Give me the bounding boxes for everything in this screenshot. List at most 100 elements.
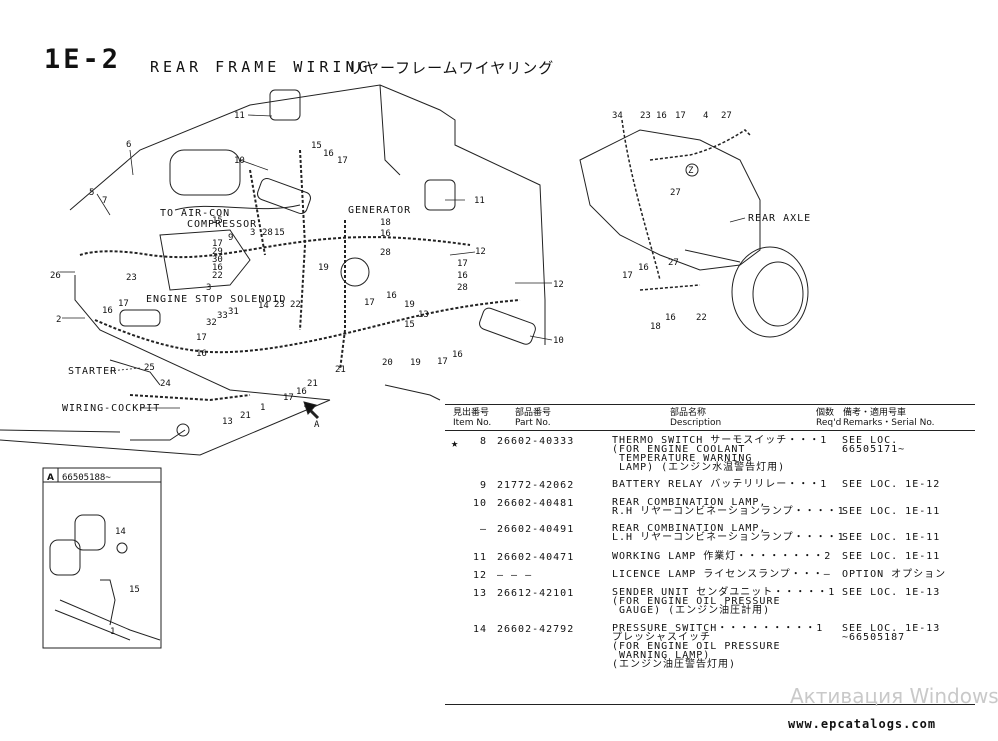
svg-text:6: 6 <box>126 140 131 150</box>
svg-text:17: 17 <box>457 259 468 269</box>
svg-text:15: 15 <box>212 216 223 226</box>
svg-text:25: 25 <box>144 363 155 373</box>
svg-text:18: 18 <box>650 322 661 332</box>
page-title: REAR FRAME WIRING <box>150 58 372 76</box>
svg-text:ENGINE STOP SOLENOID: ENGINE STOP SOLENOID <box>146 294 286 305</box>
svg-text:9: 9 <box>228 233 233 243</box>
svg-text:12: 12 <box>553 280 564 290</box>
svg-text:3: 3 <box>250 228 255 238</box>
svg-text:23: 23 <box>274 300 285 310</box>
svg-text:16: 16 <box>296 387 307 397</box>
svg-text:17: 17 <box>212 239 223 249</box>
svg-text:14: 14 <box>258 301 269 311</box>
svg-text:TO AIR-CON: TO AIR-CON <box>160 208 230 219</box>
page-title-jp: リヤーフレームワイヤリング <box>348 59 555 77</box>
svg-text:27: 27 <box>670 188 681 198</box>
svg-text:15: 15 <box>274 228 285 238</box>
engine-stop-solenoid <box>119 309 161 327</box>
rear-combination-lamp-left <box>256 177 312 215</box>
svg-text:10: 10 <box>553 336 564 346</box>
svg-text:17: 17 <box>283 393 294 403</box>
svg-text:29: 29 <box>212 247 223 257</box>
svg-text:20: 20 <box>382 358 393 368</box>
svg-text:15: 15 <box>311 141 322 151</box>
svg-text:22: 22 <box>212 271 223 281</box>
svg-text:17: 17 <box>118 299 129 309</box>
svg-text:30: 30 <box>212 255 223 265</box>
svg-text:16: 16 <box>323 149 334 159</box>
svg-text:16: 16 <box>638 263 649 273</box>
inset-box <box>42 467 162 649</box>
svg-text:28: 28 <box>457 283 468 293</box>
svg-text:17: 17 <box>364 298 375 308</box>
svg-text:WIRING-COCKPIT: WIRING-COCKPIT <box>62 403 160 414</box>
svg-text:15: 15 <box>404 320 415 330</box>
svg-text:15: 15 <box>129 585 140 595</box>
svg-text:GENERATOR: GENERATOR <box>348 205 411 216</box>
svg-text:14: 14 <box>115 527 126 537</box>
svg-text:2: 2 <box>56 315 61 325</box>
generator <box>340 257 370 287</box>
rear-axle-label: REAR AXLE <box>748 213 811 224</box>
svg-text:16: 16 <box>212 263 223 273</box>
lower-harness <box>94 299 521 354</box>
svg-text:16: 16 <box>665 313 676 323</box>
svg-text:28: 28 <box>262 228 273 238</box>
svg-text:18: 18 <box>380 218 391 228</box>
svg-text:31: 31 <box>228 307 239 317</box>
svg-text:23: 23 <box>640 111 651 121</box>
svg-text:16: 16 <box>457 271 468 281</box>
callout-numbers: 11 10 6 5 7 26 2 15 16 17 18 16 28 19 11… <box>50 111 564 430</box>
svg-text:17: 17 <box>675 111 686 121</box>
svg-text:28: 28 <box>380 248 391 258</box>
svg-text:11: 11 <box>474 196 485 206</box>
svg-text:16: 16 <box>386 291 397 301</box>
svg-text:12: 12 <box>475 247 486 257</box>
rear-axle-callouts: 34 23 16 17 4 27 27 27 16 17 18 16 22 Z <box>612 111 732 332</box>
svg-text:22: 22 <box>696 313 707 323</box>
svg-text:5: 5 <box>89 188 94 198</box>
svg-text:21: 21 <box>307 379 318 389</box>
svg-text:4: 4 <box>703 111 708 121</box>
svg-text:13: 13 <box>222 417 233 427</box>
svg-text:16: 16 <box>196 349 207 359</box>
activation-watermark: Активация Windows <box>790 684 998 708</box>
frame-outline <box>69 84 546 345</box>
svg-text:STARTER: STARTER <box>68 366 117 377</box>
svg-text:17: 17 <box>337 156 348 166</box>
svg-text:13: 13 <box>418 310 429 320</box>
diagram-captions: TO AIR-CON COMPRESSOR GENERATOR ENGINE S… <box>62 205 411 414</box>
working-lamp-top <box>269 89 301 121</box>
svg-text:22: 22 <box>290 300 301 310</box>
svg-text:34: 34 <box>612 111 623 121</box>
svg-text:21: 21 <box>335 365 346 375</box>
svg-text:19: 19 <box>404 300 415 310</box>
working-lamp-right <box>424 179 456 211</box>
svg-text:16: 16 <box>452 350 463 360</box>
svg-text:1: 1 <box>110 627 115 637</box>
svg-text:COMPRESSOR: COMPRESSOR <box>187 219 257 230</box>
svg-text:16: 16 <box>656 111 667 121</box>
inset-illustration <box>49 514 161 641</box>
svg-text:3: 3 <box>206 283 211 293</box>
svg-text:1: 1 <box>260 403 265 413</box>
svg-text:26: 26 <box>50 271 61 281</box>
svg-text:21: 21 <box>240 411 251 421</box>
inset-serial: 66505188~ <box>62 473 111 483</box>
site-footer[interactable]: www.epcatalogs.com <box>788 717 937 731</box>
section-code: 1E-2 <box>44 44 122 75</box>
rear-axle-diagram <box>579 119 809 338</box>
rear-combination-lamp-right <box>479 307 536 345</box>
svg-text:17: 17 <box>196 333 207 343</box>
svg-text:Z: Z <box>688 166 694 176</box>
svg-text:16: 16 <box>102 306 113 316</box>
svg-text:11: 11 <box>234 111 245 121</box>
engine-block <box>169 149 241 196</box>
